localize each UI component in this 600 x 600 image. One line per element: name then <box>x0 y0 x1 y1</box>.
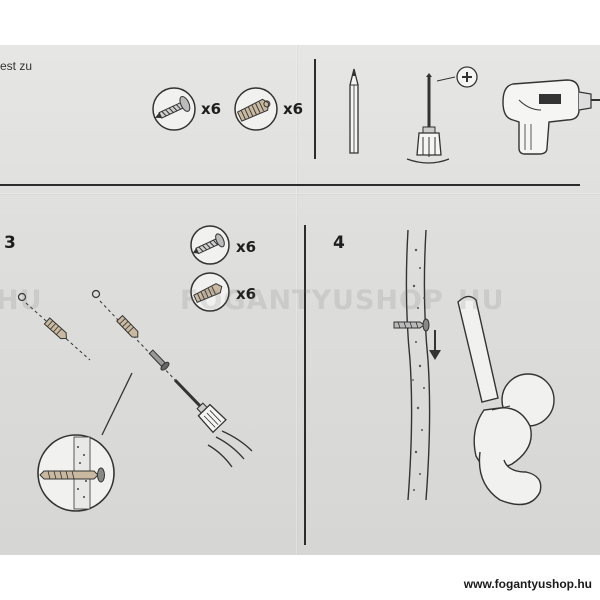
footer-url: www.fogantyushop.hu <box>463 577 592 591</box>
wall-plug-icon <box>234 87 278 131</box>
watermark-center: FOGANTYUSHOP <box>180 285 444 316</box>
hook-leg <box>478 451 542 506</box>
screw-quantity: x6 <box>236 238 257 256</box>
hole-marker <box>91 289 101 299</box>
paper-fold-vertical <box>296 45 298 555</box>
step-3-number: 3 <box>4 233 16 253</box>
wall-plug-quantity: x6 <box>236 285 257 303</box>
hole-marker <box>17 292 27 302</box>
pencil-icon <box>349 68 359 154</box>
top-divider-vertical <box>314 59 316 159</box>
cut-off-text: est zu <box>0 59 33 73</box>
drill-icon <box>502 79 600 155</box>
screw-quantity: x6 <box>201 100 222 118</box>
hook-body <box>473 407 532 470</box>
screwdriver-icon <box>406 73 450 164</box>
step-4-illustration <box>393 229 555 506</box>
wall-plug-icon <box>190 272 230 312</box>
plus-icon <box>456 66 478 88</box>
hook-arm <box>457 295 499 403</box>
step-3-illustration <box>17 289 253 512</box>
section-divider <box>0 184 580 186</box>
paper-fold-horizontal <box>0 193 600 195</box>
screw-icon <box>190 225 230 265</box>
step-4-number: 4 <box>333 233 345 253</box>
wall-plug-quantity: x6 <box>283 100 304 118</box>
step-divider-vertical <box>304 225 306 545</box>
screw-icon <box>152 87 196 131</box>
plus-connector <box>436 76 456 82</box>
watermark-right: HU <box>458 285 505 316</box>
instruction-sheet: est zu x6 x6 <box>0 45 600 555</box>
watermark-left: HU <box>0 285 43 316</box>
